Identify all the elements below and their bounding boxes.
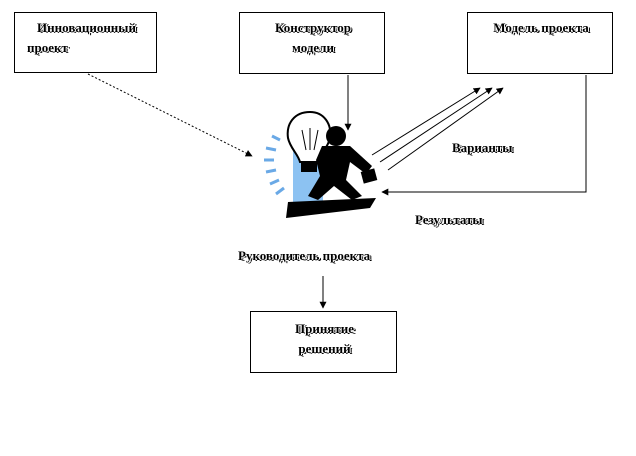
- innovation-project-line1: Инновационный: [37, 20, 136, 35]
- results-label: Результаты: [415, 212, 483, 227]
- variant-arrow-1: [371, 87, 481, 156]
- ground-board: [286, 198, 376, 218]
- light-rays: [264, 134, 285, 196]
- project-manager-label: Руководитель проекта: [238, 248, 371, 263]
- arrow-innovation-to-manager: [87, 73, 253, 157]
- project-model-label: Модель проекта: [493, 20, 589, 35]
- model-designer-line1: Конструктор: [274, 20, 352, 35]
- project-model-box: Модель проекта: [467, 12, 613, 74]
- variants-label: Варианты: [452, 140, 513, 155]
- decision-making-line2: решений: [298, 341, 351, 356]
- model-designer-line2: модели: [292, 40, 334, 55]
- model-designer-box: Конструктор модели: [239, 12, 385, 74]
- person-silhouette: [308, 126, 378, 200]
- innovation-project-box: Инновационный проект: [14, 12, 157, 73]
- decision-making-box: Принятие решений: [250, 311, 397, 373]
- variant-arrow-2: [379, 87, 493, 163]
- innovation-project-line2: проект: [27, 40, 68, 55]
- decision-making-line1: Принятие: [294, 321, 354, 336]
- light-bulb-icon: [286, 110, 332, 172]
- manager-illustration: [264, 110, 378, 218]
- results-arrow: [381, 75, 587, 196]
- variant-arrow-3: [387, 87, 504, 171]
